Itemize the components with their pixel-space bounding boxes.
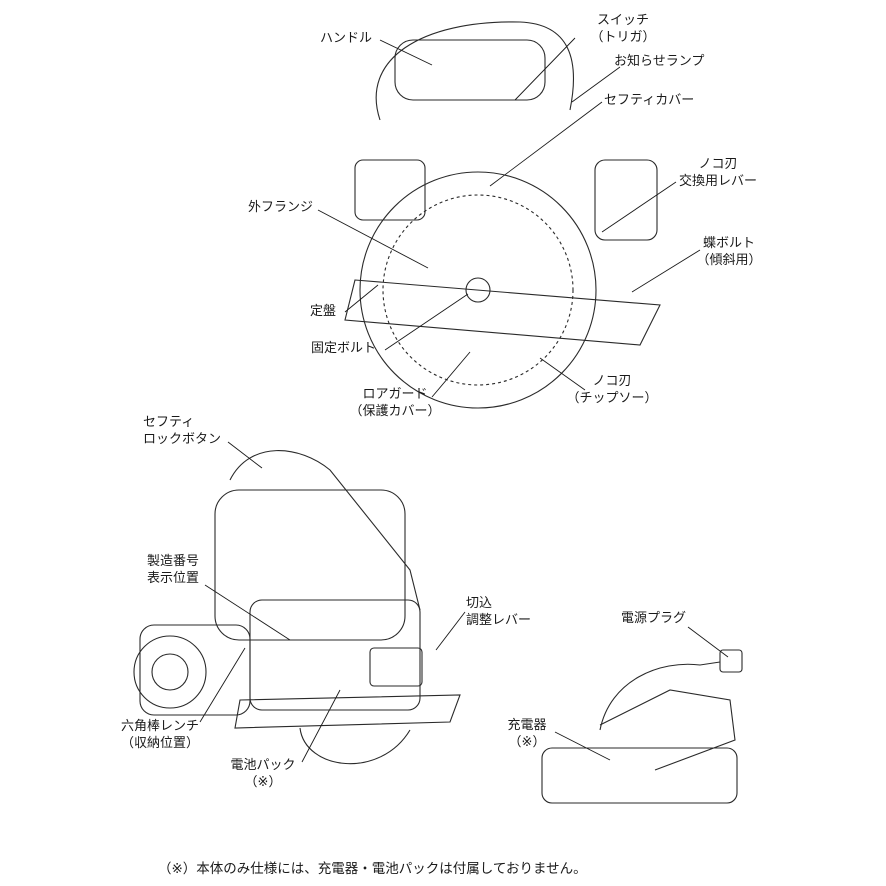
label-wing-bolt: 蝶ボルト （傾斜用） xyxy=(694,235,764,269)
label-handle: ハンドル xyxy=(320,31,373,46)
label-switch-main: スイッチ xyxy=(596,13,649,28)
label-battery-pack-sub: （※） xyxy=(244,775,282,790)
label-power-plug: 電源プラグ xyxy=(621,611,687,626)
label-lower-guard-sub: （保護カバー） xyxy=(349,404,441,419)
label-depth-lever-main: 切込 xyxy=(466,596,493,611)
label-wing-bolt-sub: （傾斜用） xyxy=(696,253,762,268)
footnote: （※）本体のみ仕様には、充電器・電池パックは付属しておりません。 xyxy=(158,861,587,877)
leader-lines xyxy=(199,37,729,763)
label-serial-number-main: 製造番号 xyxy=(147,554,200,569)
label-depth-lever-sub: 調整レバー xyxy=(466,613,532,628)
label-saw-blade-sub: （チップソー） xyxy=(566,391,658,406)
label-fixing-bolt: 固定ボルト xyxy=(311,341,377,356)
label-wing-bolt-main: 蝶ボルト xyxy=(702,236,755,251)
label-depth-lever: 切込 調整レバー xyxy=(466,595,531,629)
label-blade-lever: ノコ刃 交換用レバー xyxy=(672,156,764,190)
label-hex-wrench: 六角棒レンチ （収納位置） xyxy=(110,718,210,752)
label-indicator-lamp: お知らせランプ xyxy=(614,54,705,69)
label-serial-number-sub: 表示位置 xyxy=(147,571,200,586)
leader-indicator-lamp xyxy=(571,66,621,103)
saw-front-placeholder xyxy=(344,21,661,409)
leader-hex-wrench xyxy=(199,647,246,723)
label-saw-blade: ノコ刃 （チップソー） xyxy=(562,373,662,407)
label-safety-lock-sub: ロックボタン xyxy=(143,432,222,447)
leader-switch xyxy=(514,37,576,101)
leader-depth-lever xyxy=(435,611,466,651)
leader-handle xyxy=(379,39,433,66)
label-lower-guard-main: ロアガード xyxy=(362,387,428,402)
leader-power-plug xyxy=(687,626,729,658)
label-safety-lock: セフティ ロックボタン xyxy=(143,414,221,448)
leader-saw-blade xyxy=(539,357,586,391)
leader-outer-flange xyxy=(317,209,429,269)
leader-fixing-bolt xyxy=(384,293,469,351)
leader-charger xyxy=(554,731,611,761)
label-switch: スイッチ （トリガ） xyxy=(578,12,668,46)
leader-wing-bolt xyxy=(631,249,701,293)
label-switch-sub: （トリガ） xyxy=(590,30,656,45)
leader-serial-number xyxy=(204,584,291,641)
charger-placeholder xyxy=(541,649,743,804)
label-battery-pack: 電池パック （※） xyxy=(224,757,302,791)
leader-blade-lever xyxy=(601,181,677,233)
leader-lower-guard xyxy=(431,351,471,398)
label-serial-number: 製造番号 表示位置 xyxy=(147,553,199,587)
label-saw-blade-main: ノコ刃 xyxy=(592,374,632,389)
label-blade-lever-sub: 交換用レバー xyxy=(678,174,757,189)
leader-battery-pack xyxy=(301,689,341,763)
leader-safety-lock xyxy=(227,441,263,469)
label-safety-cover: セフティカバー xyxy=(604,93,695,108)
label-hex-wrench-main: 六角棒レンチ xyxy=(120,719,199,734)
label-outer-flange: 外フランジ xyxy=(248,200,314,215)
label-base-plate: 定盤 xyxy=(310,304,337,319)
label-battery-pack-main: 電池パック xyxy=(230,758,296,773)
label-hex-wrench-sub: （収納位置） xyxy=(120,736,199,751)
label-safety-lock-main: セフティ xyxy=(143,415,195,430)
leader-base-plate xyxy=(344,284,379,313)
label-charger-sub: （※） xyxy=(508,735,546,750)
label-lower-guard: ロアガード （保護カバー） xyxy=(340,386,450,420)
leader-safety-cover xyxy=(489,101,603,187)
label-blade-lever-main: ノコ刃 xyxy=(698,157,738,172)
label-charger-main: 充電器 xyxy=(507,718,547,733)
saw-rear-placeholder xyxy=(133,450,461,765)
label-charger: 充電器 （※） xyxy=(498,717,556,751)
